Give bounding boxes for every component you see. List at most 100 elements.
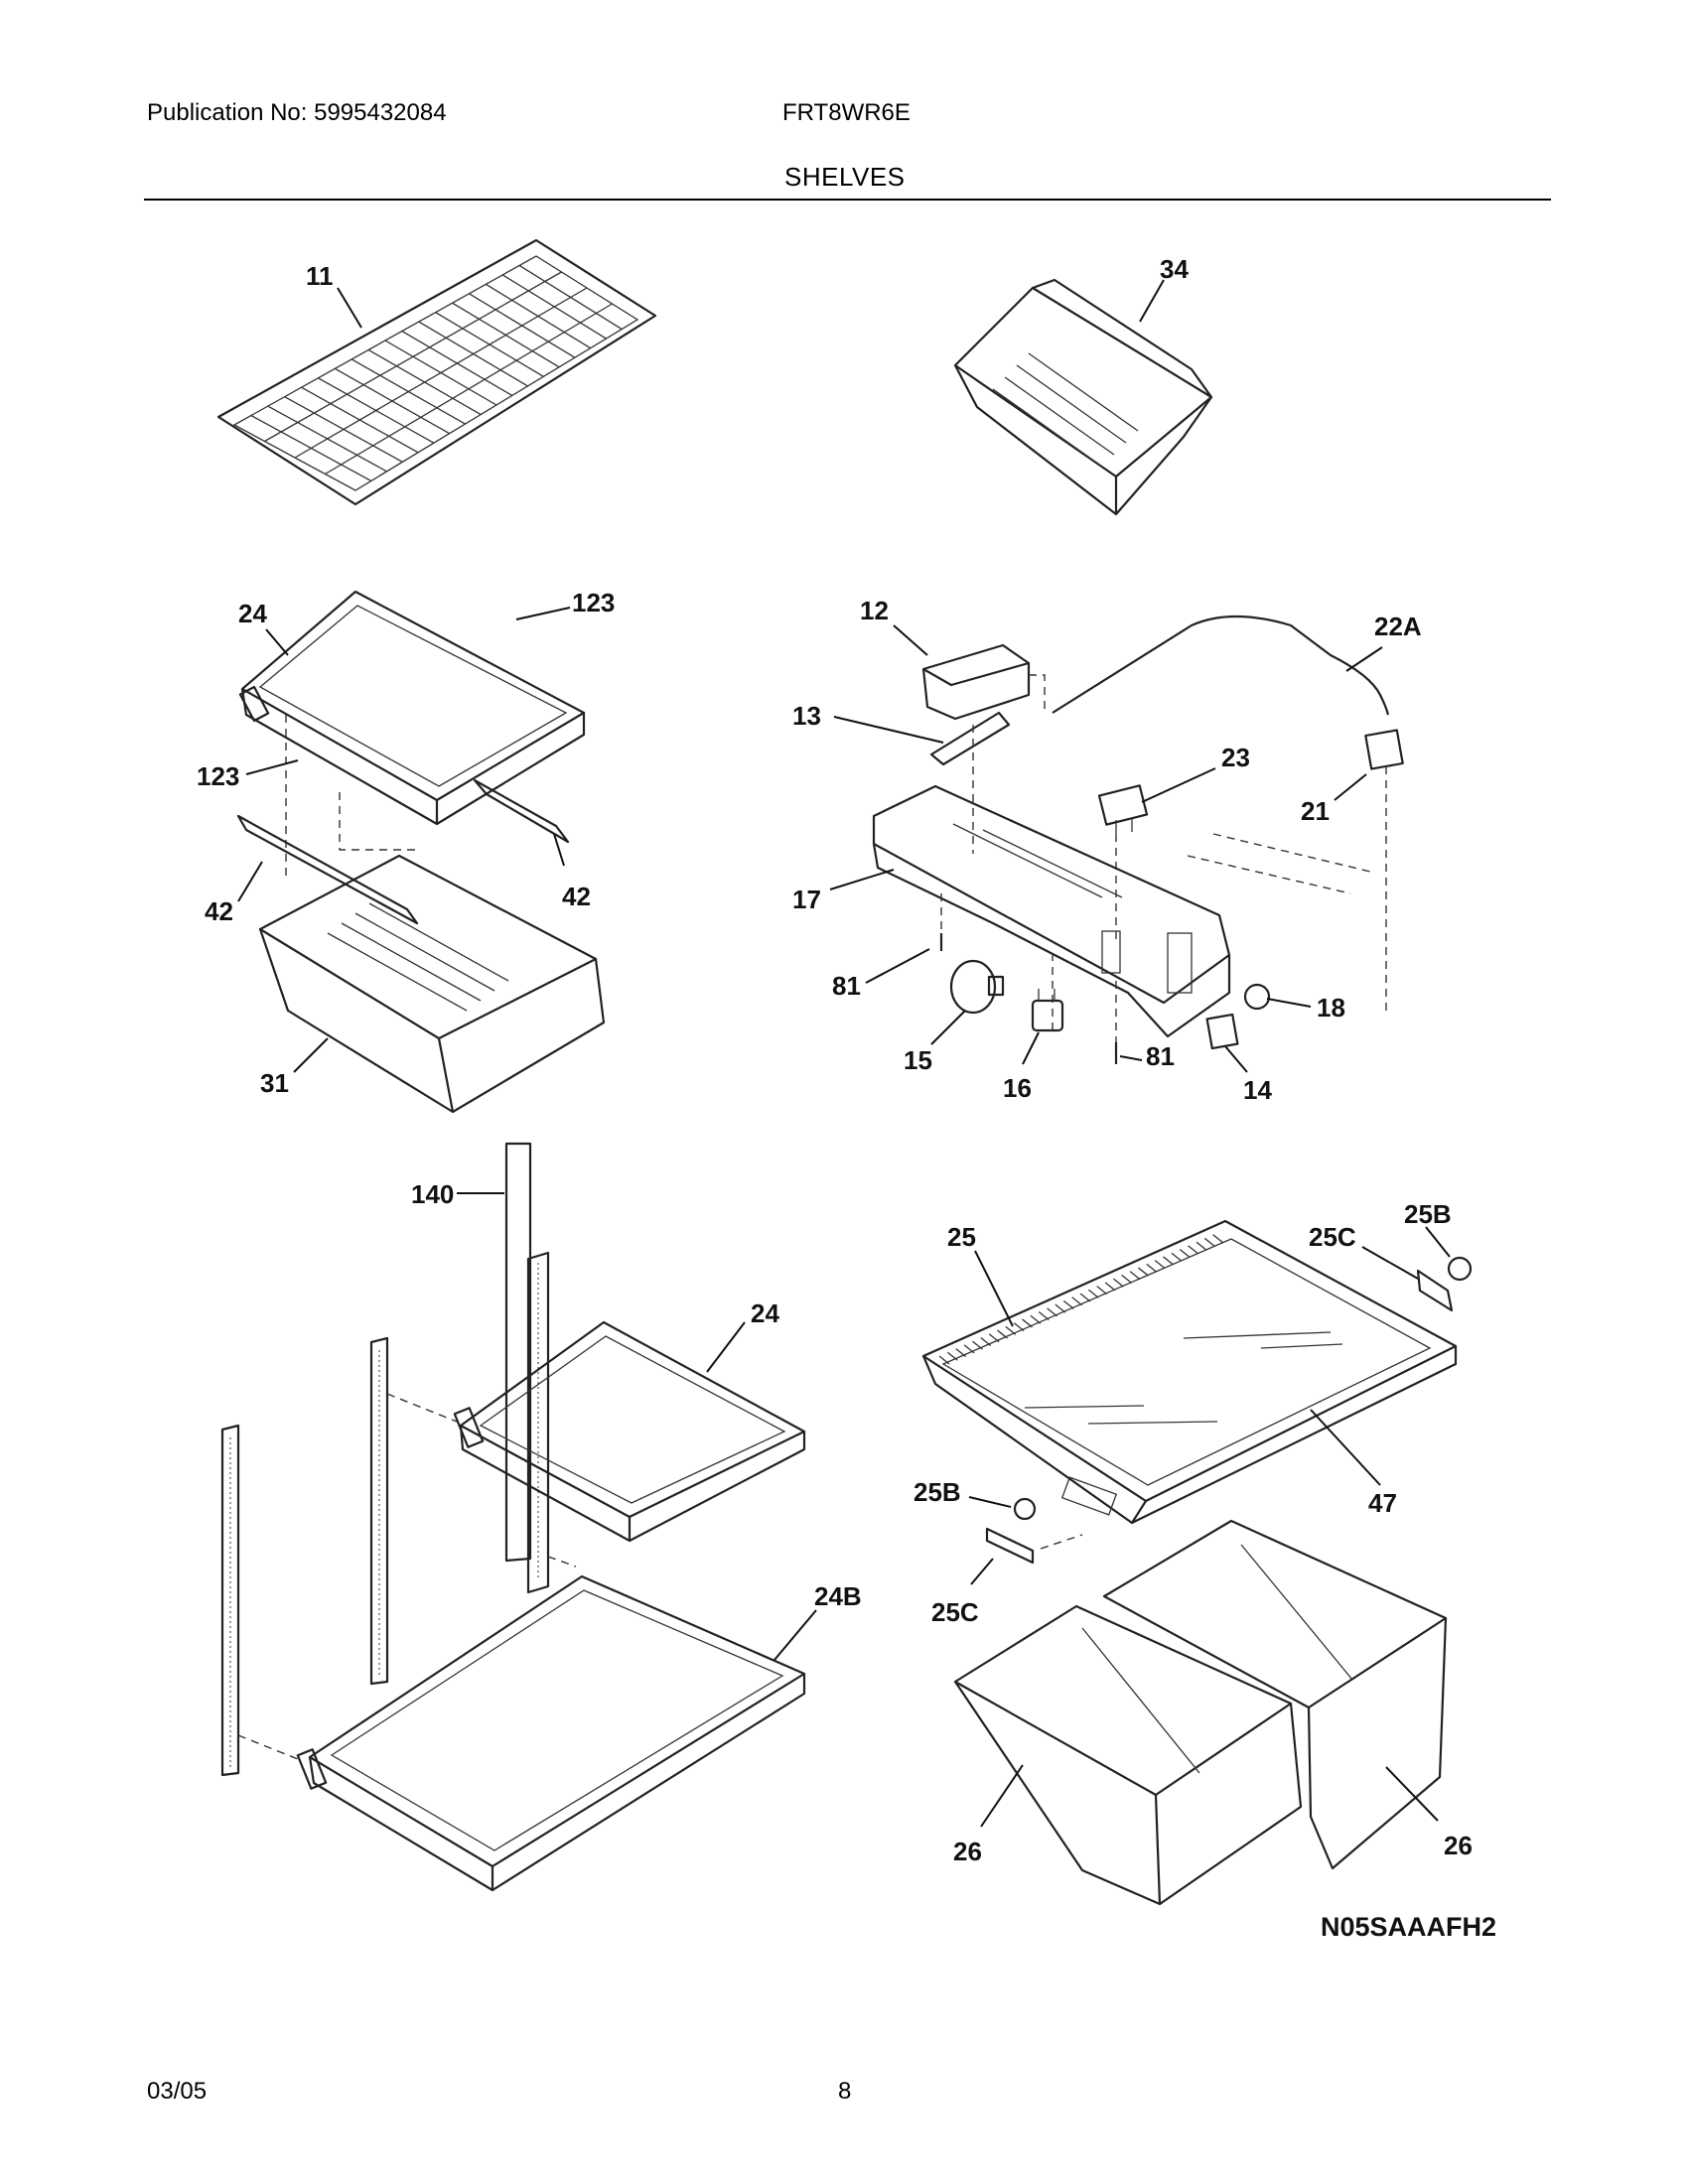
callout-47: 47 [1368, 1488, 1397, 1518]
callout-123-top: 123 [572, 588, 615, 617]
drawing-stroke [1154, 1260, 1166, 1270]
model-number: FRT8WR6E [782, 99, 911, 126]
callout-18: 18 [1317, 993, 1345, 1023]
thermostat-part [1097, 784, 1149, 834]
screw-part [939, 933, 1118, 1064]
callout-25: 25 [947, 1222, 976, 1252]
light-lens-part [929, 711, 1011, 766]
drawing-stroke [955, 1348, 967, 1358]
callout-42-right: 42 [562, 882, 591, 911]
callout-22a: 22A [1374, 612, 1422, 641]
header-divider [144, 199, 1551, 201]
callout-24-upper: 24 [238, 599, 267, 628]
drawing-stroke [997, 1329, 1008, 1339]
drawing-stroke [1062, 1299, 1074, 1309]
control-housing-part [872, 784, 1231, 1038]
freezer-basket-part [953, 278, 1213, 516]
callout-11: 11 [306, 261, 334, 291]
crisper-cover-part [921, 1219, 1458, 1525]
drawing-stroke [1038, 1311, 1050, 1321]
callout-15: 15 [904, 1045, 932, 1075]
drawing-stroke [1096, 1286, 1108, 1296]
drawing-stroke [1104, 1282, 1116, 1292]
drawing-stroke [1196, 1241, 1207, 1251]
shelf-support-part [504, 1142, 532, 1563]
drawing-stroke [1163, 1256, 1174, 1266]
drawing-stroke [1146, 1263, 1158, 1273]
light-switch-part [1205, 1013, 1239, 1050]
drawing-stroke [1113, 1278, 1124, 1288]
drawing-stroke [1171, 1252, 1183, 1262]
callout-25c-left: 25C [931, 1597, 979, 1627]
drawing-stroke [1179, 1249, 1191, 1259]
callout-17: 17 [792, 885, 821, 914]
callout-21: 21 [1301, 796, 1330, 826]
crisper-pan-part [258, 854, 606, 1114]
wire-harness-part [1052, 614, 1390, 716]
drawing-stroke [963, 1344, 975, 1354]
upper-glass-shelf-part [238, 590, 586, 826]
crisper-pan-part [1102, 1519, 1448, 1870]
drawing-stroke [325, 303, 613, 476]
drawing-stroke [1138, 1267, 1149, 1277]
page-number: 8 [838, 2078, 852, 2105]
drawing-stroke [1013, 1322, 1025, 1332]
drawing-stroke [1047, 1307, 1057, 1317]
drawing-stroke [1121, 1274, 1133, 1284]
leader-lines [237, 279, 1451, 1828]
drawing-stroke [1030, 1314, 1042, 1324]
drawing-stroke [1087, 1289, 1099, 1298]
callout-25c-right: 25C [1309, 1222, 1356, 1252]
bulb-socket-part [1031, 989, 1064, 1032]
cover-pin-part [1013, 1256, 1473, 1521]
drawing-stroke [1055, 1303, 1066, 1313]
callout-81-right: 81 [1146, 1041, 1175, 1071]
callout-25b-right: 25B [1404, 1199, 1452, 1229]
callout-123-side: 123 [197, 761, 239, 791]
callout-24-middle: 24 [751, 1298, 779, 1328]
callout-25b-left: 25B [914, 1477, 961, 1507]
crisper-pan-part [953, 1604, 1303, 1906]
callout-16: 16 [1003, 1073, 1032, 1103]
shelf-rail-part [220, 1251, 550, 1777]
drawing-stroke [980, 1336, 992, 1346]
callout-labels: 11 34 24 123 123 42 42 31 12 13 22A 23 2… [197, 254, 1496, 1942]
drawing-stroke [264, 271, 562, 443]
wire-shelf-part [216, 238, 657, 506]
drawing-stroke [1022, 1318, 1033, 1328]
section-title: SHELVES [784, 162, 906, 192]
callout-26-left: 26 [953, 1837, 982, 1866]
shelf-bracket-part [236, 778, 570, 925]
drawing-stroke [938, 1355, 950, 1365]
callout-23: 23 [1221, 743, 1250, 772]
drawing-stroke [1071, 1297, 1083, 1306]
publication-date: 03/05 [147, 2078, 208, 2105]
drawing-stroke [946, 1351, 958, 1361]
drawing-stroke [1079, 1293, 1091, 1302]
light-bulb-part [949, 959, 1005, 1015]
middle-glass-shelf-part [453, 1320, 806, 1543]
drawing-stroke [1212, 1234, 1224, 1244]
drawing-stroke [294, 287, 588, 459]
drawing-code: N05SAAAFH2 [1321, 1912, 1496, 1942]
drawing-stroke [972, 1340, 983, 1350]
callout-14: 14 [1243, 1075, 1272, 1105]
drawing-stroke [1129, 1271, 1141, 1281]
knob-part [1243, 983, 1271, 1011]
publication-number: Publication No: 5995432084 [147, 99, 447, 126]
callout-13: 13 [792, 701, 821, 731]
callout-140: 140 [411, 1179, 454, 1209]
drawing-stroke [1188, 1245, 1198, 1255]
drawing-stroke [988, 1333, 1000, 1343]
callout-26-right: 26 [1444, 1831, 1473, 1860]
callout-42-left: 42 [205, 896, 233, 926]
lower-glass-shelf-part [296, 1574, 806, 1892]
callout-31: 31 [260, 1068, 289, 1098]
drawing-stroke [1203, 1237, 1215, 1247]
light-shield-part [921, 643, 1031, 721]
switch-housing-part [1364, 729, 1404, 770]
drawing-stroke [1005, 1325, 1017, 1335]
cover-clip-part [985, 1269, 1454, 1565]
callout-24b: 24B [814, 1581, 862, 1611]
